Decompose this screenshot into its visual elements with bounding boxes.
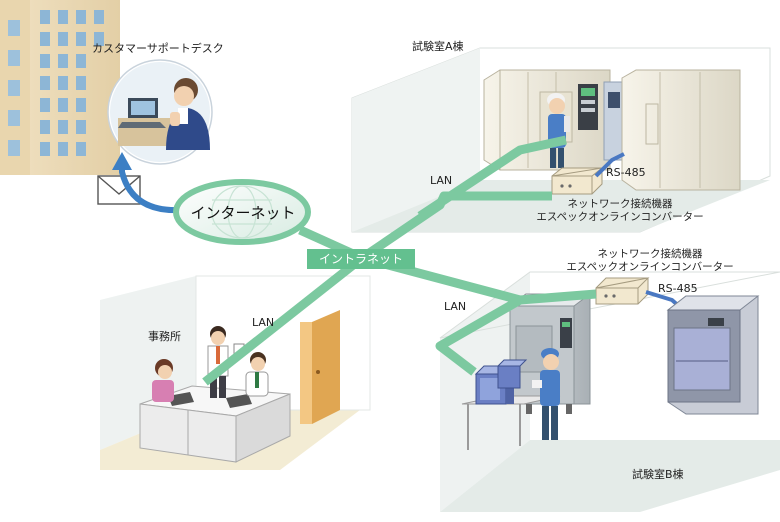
lab-b-chamber-right <box>666 295 760 415</box>
converter-b-line2: エスペックオンラインコンバーター <box>566 261 734 273</box>
email-envelope-icon <box>97 175 141 205</box>
email-arrowhead <box>112 152 132 170</box>
support-operator-illustration <box>107 59 213 165</box>
office-worker-man <box>245 352 269 397</box>
lab-b-small-chamber-2 <box>496 359 528 389</box>
converter-b-caption: ネットワーク接続機器 エスペックオンラインコンバーター <box>550 248 750 274</box>
email-arrow <box>119 168 181 214</box>
intranet-label: イントラネット <box>307 249 415 269</box>
lab-a-chamber-1 <box>483 69 611 171</box>
customer-support-label: カスタマーサポートデスク <box>92 42 224 55</box>
rs485-label-lab-a: RS-485 <box>606 166 646 179</box>
converter-a-line2: エスペックオンラインコンバーター <box>536 211 704 223</box>
lan-label-office: LAN <box>252 316 275 329</box>
internet-cloud <box>173 179 311 245</box>
lab-b-label: 試験室B棟 <box>632 468 684 481</box>
converter-b-line1: ネットワーク接続機器 <box>597 248 703 260</box>
lan-office-line <box>202 254 365 386</box>
office-worker-woman <box>152 359 174 402</box>
converter-a-line1: ネットワーク接続機器 <box>567 198 673 210</box>
internet-label: インターネット <box>190 204 296 222</box>
lab-a-rs485-line <box>594 152 625 178</box>
lab-a-chamber-2 <box>603 69 741 191</box>
network-lines <box>202 135 597 386</box>
lan-lab-b-down <box>435 296 523 376</box>
lab-a-label: 試験室A棟 <box>412 40 464 53</box>
lan-label-lab-a: LAN <box>430 174 453 187</box>
lan-label-lab-b: LAN <box>444 300 467 313</box>
hq-building <box>0 0 120 175</box>
office-door <box>300 310 340 424</box>
lab-a-converter-device <box>551 167 604 195</box>
office-label: 事務所 <box>148 330 181 343</box>
lab-b-worker <box>532 348 560 440</box>
lab-b-converter-device <box>595 277 650 305</box>
converter-a-caption: ネットワーク接続機器 エスペックオンラインコンバーター <box>520 198 720 224</box>
rs485-label-lab-b: RS-485 <box>658 282 698 295</box>
lan-lab-a-up <box>417 135 567 220</box>
hq-windows <box>8 10 104 156</box>
